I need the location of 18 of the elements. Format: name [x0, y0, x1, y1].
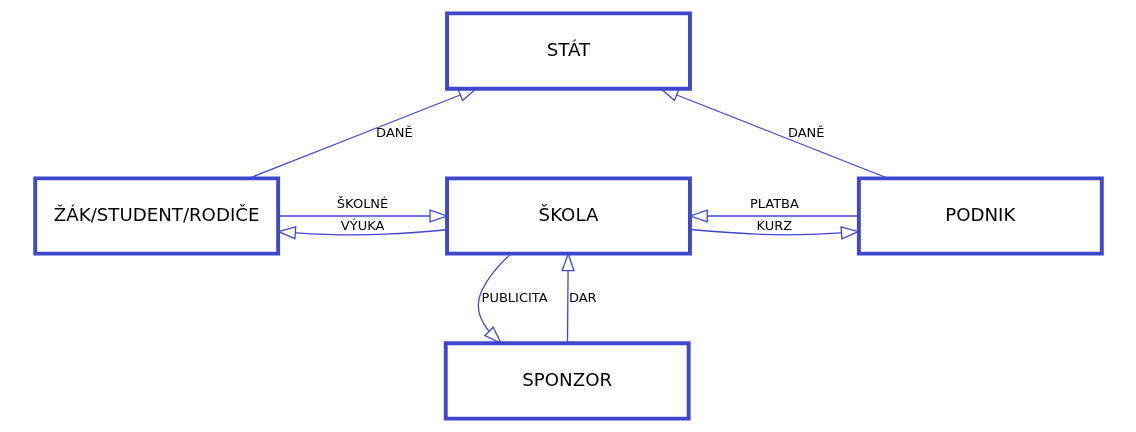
edge-label: PUBLICITA: [481, 289, 548, 305]
edge-label: PLATBA: [749, 196, 799, 212]
edge-label: DAR: [568, 289, 597, 305]
arrow: [277, 209, 449, 223]
node-box: ŽÁK/STUDENT/RODIČE: [32, 176, 280, 256]
arrow: [248, 88, 478, 179]
node-box: SPONZOR: [443, 341, 691, 421]
node-box: ŠKOLA: [444, 176, 692, 256]
node-box: PODNIK: [856, 176, 1104, 256]
arrow: [658, 88, 888, 179]
edge-label: DANĚ: [375, 124, 413, 140]
arrow: [688, 226, 860, 240]
arrow: [477, 253, 512, 345]
edge-label: KURZ: [756, 218, 792, 234]
node-box: STÁT: [444, 11, 692, 91]
edge-label: ŠKOLNÉ: [336, 196, 388, 212]
edge-label: DANĚ: [787, 124, 825, 140]
edge-label: VÝUKA: [340, 218, 384, 234]
